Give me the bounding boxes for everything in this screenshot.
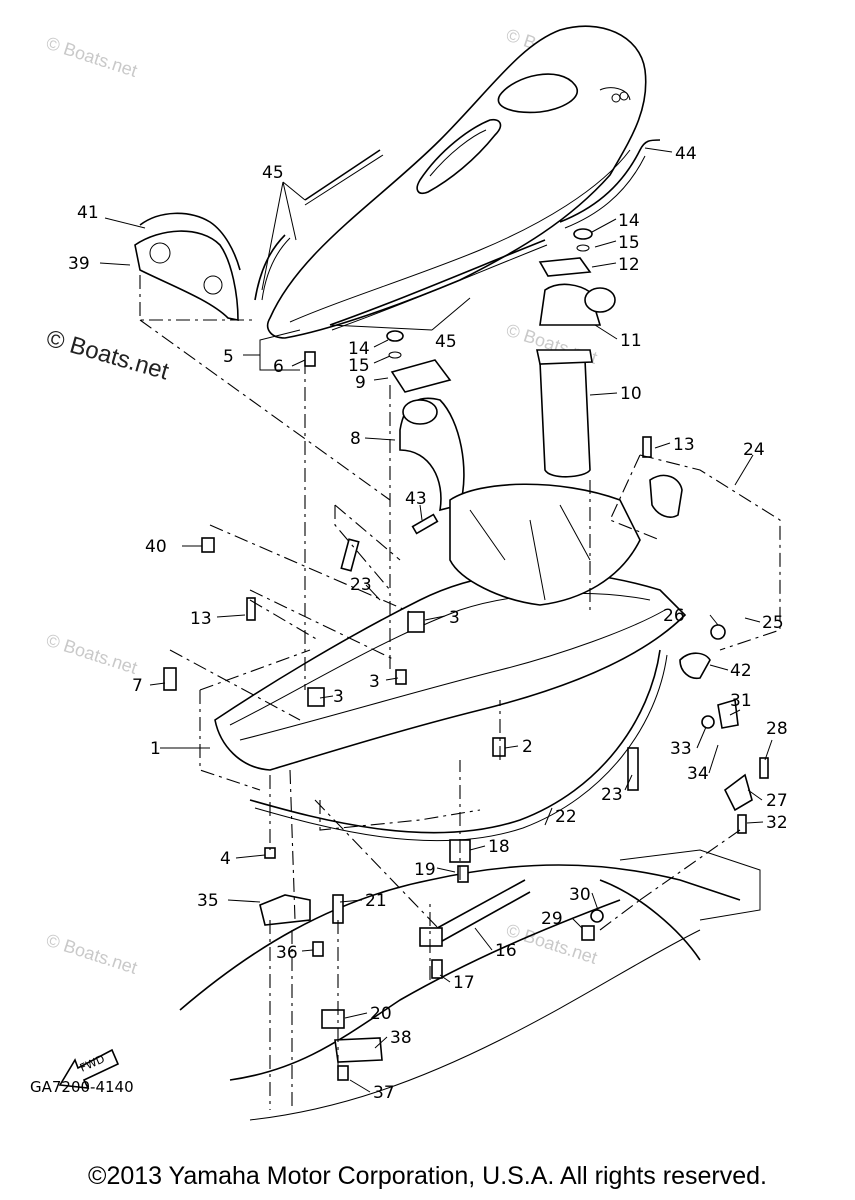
callout-33: 33 xyxy=(670,739,692,759)
callout-26: 26 xyxy=(663,606,685,626)
callout-17: 17 xyxy=(453,973,475,993)
callout-34: 34 xyxy=(687,764,709,784)
callout-24: 24 xyxy=(743,440,765,460)
callout-35: 35 xyxy=(197,891,219,911)
callout-32: 32 xyxy=(766,813,788,833)
callout-12: 12 xyxy=(618,255,640,275)
watermark: © Boats.net xyxy=(44,630,140,678)
callout-40: 40 xyxy=(145,537,167,557)
callout-45: 45 xyxy=(262,163,284,183)
callout-6: 6 xyxy=(273,357,284,377)
callout-31: 31 xyxy=(730,691,752,711)
callout-15: 15 xyxy=(348,356,370,376)
callout-38: 38 xyxy=(390,1028,412,1048)
callout-8: 8 xyxy=(350,429,361,449)
callout-27: 27 xyxy=(766,791,788,811)
callout-19: 19 xyxy=(414,860,436,880)
callout-5: 5 xyxy=(223,347,234,367)
vent-ducts xyxy=(386,228,616,512)
callout-22: 22 xyxy=(555,807,577,827)
callout-21: 21 xyxy=(365,891,387,911)
callout-13: 13 xyxy=(673,435,695,455)
fasteners xyxy=(163,351,769,1081)
callout-28: 28 xyxy=(766,719,788,739)
callout-16: 16 xyxy=(495,941,517,961)
callout-23: 23 xyxy=(350,575,372,595)
watermark: © Boats.net xyxy=(44,930,140,978)
callout-44: 44 xyxy=(675,144,697,164)
callout-1: 1 xyxy=(150,739,161,759)
assembly-lines xyxy=(139,275,781,1110)
deck-assembly xyxy=(179,483,761,1121)
callout-36: 36 xyxy=(276,943,298,963)
hatch-cover xyxy=(254,25,661,339)
callout-30: 30 xyxy=(569,885,591,905)
callout-25: 25 xyxy=(762,613,784,633)
callout-39: 39 xyxy=(68,254,90,274)
callout-2: 2 xyxy=(522,737,533,757)
callout-3: 3 xyxy=(369,672,380,692)
callout-29: 29 xyxy=(541,909,563,929)
callout-43: 43 xyxy=(405,489,427,509)
callout-45: 45 xyxy=(435,332,457,352)
callout-13: 13 xyxy=(190,609,212,629)
copyright-notice: ©2013 Yamaha Motor Corporation, U.S.A. A… xyxy=(88,1162,767,1190)
callout-20: 20 xyxy=(370,1004,392,1024)
callout-14: 14 xyxy=(618,211,640,231)
callout-4: 4 xyxy=(220,849,231,869)
callout-41: 41 xyxy=(77,203,99,223)
rear-bracket xyxy=(134,212,241,321)
callout-10: 10 xyxy=(620,384,642,404)
callout-15: 15 xyxy=(618,233,640,253)
leader-lines xyxy=(99,147,773,1093)
watermark-main: © Boats.net xyxy=(43,325,172,386)
callout-3: 3 xyxy=(449,608,460,628)
drawing-code: GA7200-4140 xyxy=(30,1078,134,1096)
callout-42: 42 xyxy=(730,661,752,681)
callout-18: 18 xyxy=(488,837,510,857)
watermark: © Boats.net xyxy=(44,33,140,81)
callout-14: 14 xyxy=(348,339,370,359)
callout-23: 23 xyxy=(601,785,623,805)
callouts: 44 45 41 39 14 15 12 11 45 5 6 14 15 9 1… xyxy=(68,144,788,1103)
callout-3: 3 xyxy=(333,687,344,707)
callout-7: 7 xyxy=(132,676,143,696)
callout-37: 37 xyxy=(373,1083,395,1103)
callout-9: 9 xyxy=(355,373,366,393)
callout-11: 11 xyxy=(620,331,642,351)
